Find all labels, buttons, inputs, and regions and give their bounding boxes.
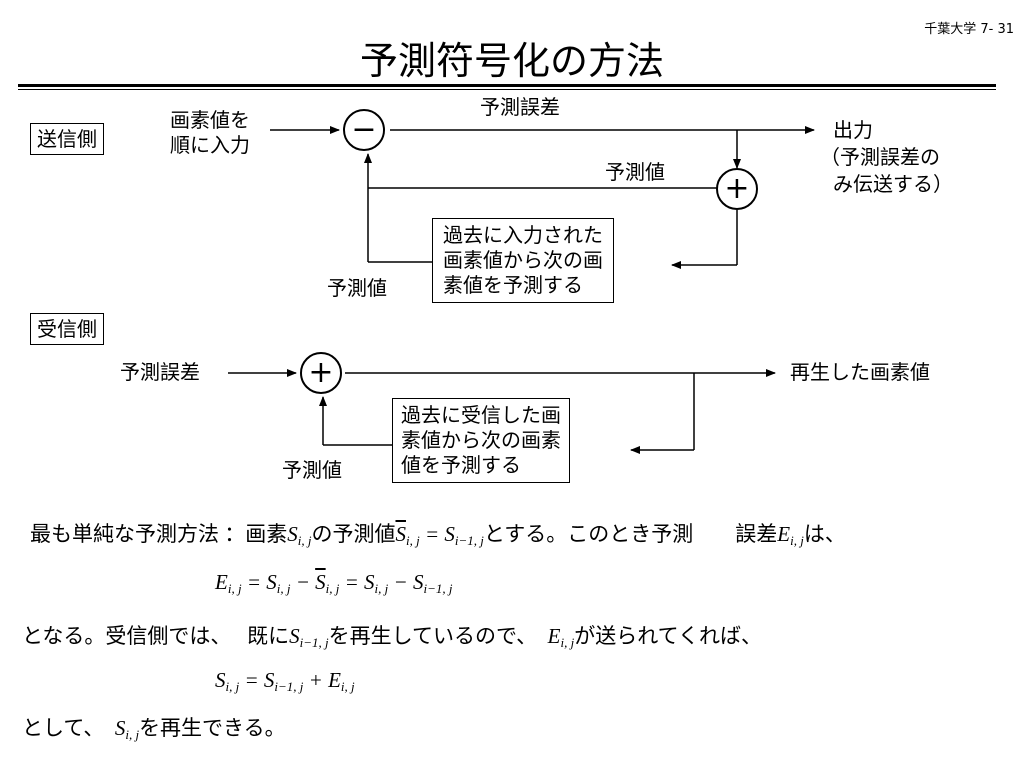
sender-predictor-box: 過去に入力された 画素値から次の画 素値を予測する: [432, 218, 614, 303]
sender-adder-circle: +: [716, 168, 758, 210]
explanation-line-1: 最も単純な予測方法 ：画素Si, jの予測値Si, j = Si−1, jとする…: [30, 518, 846, 548]
equation-reconstruct: Si, j = Si−1, j + Ei, j: [215, 668, 355, 694]
line1-text-d: は、: [803, 522, 846, 546]
receiver-predictor-line-3: 値を予測する: [401, 453, 521, 477]
line5-text-b: を再生できる。: [139, 716, 286, 740]
minus-icon: −: [351, 112, 377, 147]
line1-text-b: の予測値: [311, 522, 396, 546]
equation-error: Ei, j = Si, j − Si, j = Si, j − Si−1, j: [215, 570, 453, 596]
receiver-predictor-line-1: 過去に受信した画: [401, 403, 561, 427]
pixel-symbol-2: Si, j: [114, 716, 140, 742]
sender-predictor-line-1: 過去に入力された: [443, 223, 603, 247]
output-label-3: み伝送する）: [833, 172, 953, 196]
receiver-predicted-label: 予測値: [282, 458, 342, 482]
sender-predictor-line-3: 素値を予測する: [443, 273, 583, 297]
receiver-output-label: 再生した画素値: [790, 360, 930, 384]
plus-icon: +: [308, 355, 334, 390]
sender-section-label: 送信側: [30, 123, 104, 155]
receiver-predictor-line-2: 素値から次の画素: [401, 428, 561, 452]
output-label-1: 出力: [833, 118, 873, 142]
title-rule: [18, 84, 996, 87]
error-symbol: Ei, j: [777, 522, 804, 548]
sender-input-label-1: 画素値を: [170, 108, 250, 132]
explanation-line-5: として、 Si, jを再生できる。: [22, 712, 286, 742]
prev-pixel-symbol: Si−1, j: [289, 624, 329, 650]
receiver-adder-circle: +: [300, 352, 342, 394]
line5-text-a: として、: [22, 716, 115, 740]
line1-text-c: とする。このとき予測 誤差: [483, 522, 778, 546]
output-label-2: （予測誤差の: [820, 145, 940, 169]
pixel-symbol: Si, j: [287, 522, 312, 548]
line3-text-c: が送られてくれば、: [574, 624, 762, 648]
page-title: 予測符号化の方法: [359, 39, 664, 83]
sender-predicted-label-left: 予測値: [327, 276, 387, 300]
page-number: 千葉大学 7- 31: [924, 22, 1014, 37]
sender-input-label-2: 順に入力: [170, 133, 250, 157]
title-rule-thin: [18, 89, 996, 90]
receiver-predictor-box: 過去に受信した画 素値から次の画素 値を予測する: [392, 398, 570, 483]
sender-predicted-label-top: 予測値: [605, 160, 665, 184]
error-symbol-2: Ei, j: [547, 624, 575, 650]
sender-error-label: 予測誤差: [480, 95, 560, 119]
subtractor-circle: −: [343, 109, 385, 151]
line3-text-b: を再生しているので、: [328, 624, 548, 648]
plus-icon: +: [724, 171, 750, 206]
explanation-line-3: となる。受信側では、 既にSi−1, jを再生しているので、 Ei, jが送られ…: [22, 620, 762, 650]
line3-text-a: となる。受信側では、 既に: [22, 624, 290, 648]
sender-predictor-line-2: 画素値から次の画: [443, 248, 603, 272]
receiver-section-label: 受信側: [30, 313, 104, 345]
line1-text-a: 最も単純な予測方法 ：画素: [30, 522, 288, 546]
predicted-equation: Si, j = Si−1, j: [395, 522, 484, 548]
receiver-input-label: 予測誤差: [120, 360, 200, 384]
